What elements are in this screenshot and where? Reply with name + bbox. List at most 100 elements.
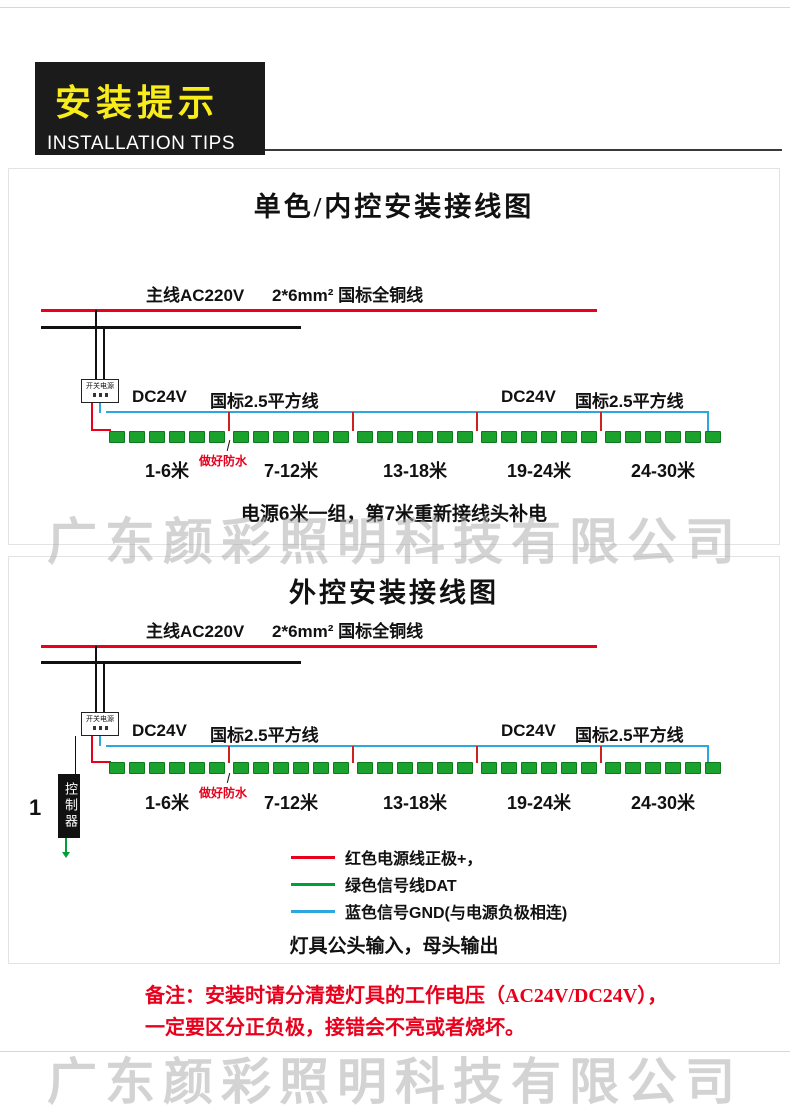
- led-group: [605, 762, 721, 774]
- psu-terminals: [82, 726, 118, 731]
- led-module: [605, 762, 621, 774]
- diagram2-title: 外控安装接线图: [289, 578, 499, 608]
- joint-drop-4: [600, 746, 602, 763]
- led-module: [417, 762, 433, 774]
- installation-tips-banner: 安装提示 INSTALLATION TIPS: [35, 62, 265, 155]
- joint-drop-1: [228, 746, 230, 763]
- ac-live-wire: [41, 309, 597, 312]
- led-module: [481, 431, 497, 443]
- dc-signal-line: [106, 411, 709, 413]
- segment-label-2: 7-12米: [263, 461, 319, 481]
- led-module: [253, 762, 269, 774]
- segment-label-2: 7-12米: [263, 793, 319, 813]
- led-module: [129, 431, 145, 443]
- controller-input-wire: [75, 736, 76, 774]
- led-module: [313, 762, 329, 774]
- top-divider: [0, 7, 790, 8]
- led-module: [501, 762, 517, 774]
- led-module: [149, 431, 165, 443]
- led-module: [685, 762, 701, 774]
- controller-data-wire: [65, 838, 67, 852]
- dc-voltage-label-left: DC24V: [132, 387, 187, 406]
- dc-wire-spec-left: 国标2.5平方线: [210, 392, 319, 411]
- psu-input-wire-neutral: [103, 327, 105, 380]
- led-module: [705, 762, 721, 774]
- led-module: [581, 431, 597, 443]
- end-drop: [707, 412, 709, 431]
- led-module: [189, 431, 205, 443]
- diagram-external-control-wiring: 外控安装接线图 主线AC220V 2*6mm² 国标全铜线 开关电源 DC24V…: [8, 556, 780, 964]
- main-line-label: 主线AC220V: [146, 622, 245, 641]
- led-module: [561, 431, 577, 443]
- led-module: [625, 762, 641, 774]
- joint-drop-2: [352, 412, 354, 431]
- segment-label-1: 1-6米: [144, 461, 189, 481]
- led-module: [605, 431, 621, 443]
- controller-box: 控制器: [58, 774, 80, 838]
- led-group: [233, 431, 349, 443]
- led-module: [437, 762, 453, 774]
- banner-title: 安装提示: [55, 82, 220, 123]
- dc-signal-line: [106, 745, 709, 747]
- dc-voltage-label-right: DC24V: [501, 721, 556, 740]
- led-module: [377, 762, 393, 774]
- led-module: [457, 431, 473, 443]
- led-module: [437, 431, 453, 443]
- psu-to-strip-feed: [91, 429, 111, 431]
- dc-voltage-label-right: DC24V: [501, 387, 556, 406]
- segment-label-5: 24-30米: [630, 461, 696, 481]
- legend-red-line: [291, 855, 335, 859]
- ac-live-wire: [41, 645, 597, 648]
- led-module: [501, 431, 517, 443]
- led-module: [109, 762, 125, 774]
- led-module: [397, 431, 413, 443]
- switch-power-supply: 开关电源: [81, 712, 119, 736]
- wire-spec-label: 2*6mm² 国标全铜线: [272, 286, 424, 305]
- led-module: [189, 762, 205, 774]
- diagram1-note: 电源6米一组，第7米重新接线头补电: [240, 504, 548, 525]
- led-module: [293, 762, 309, 774]
- legend-item-power: 红色电源线正极+，: [291, 845, 482, 869]
- legend-label-data: 绿色信号线DAT: [345, 878, 457, 895]
- led-module: [313, 431, 329, 443]
- led-module: [665, 431, 681, 443]
- led-module: [293, 431, 309, 443]
- psu-output-negative: [99, 736, 101, 746]
- waterproof-label: 做好防水: [199, 454, 248, 468]
- end-drop: [707, 746, 709, 763]
- joint-drop-4: [600, 412, 602, 431]
- led-module: [581, 762, 597, 774]
- led-module: [233, 762, 249, 774]
- led-module: [705, 431, 721, 443]
- bottom-divider: [0, 1051, 790, 1052]
- diagram2-note: 灯具公头输入，母头输出: [289, 936, 499, 957]
- joint-drop-3: [476, 412, 478, 431]
- led-module: [209, 431, 225, 443]
- psu-input-wire-live: [95, 310, 97, 380]
- banner-subtitle: INSTALLATION TIPS: [47, 133, 235, 154]
- led-group: [233, 762, 349, 774]
- led-module: [645, 762, 661, 774]
- led-module: [417, 431, 433, 443]
- led-group: [357, 762, 473, 774]
- dc-wire-spec-right: 国标2.5平方线: [575, 392, 684, 411]
- wire-spec-label: 2*6mm² 国标全铜线: [272, 622, 424, 641]
- led-module: [377, 431, 393, 443]
- legend-label-gnd: 蓝色信号GND(与电源负极相连): [345, 905, 568, 922]
- led-group: [481, 431, 597, 443]
- led-strip: [109, 431, 721, 443]
- led-module: [169, 431, 185, 443]
- switch-power-supply: 开关电源: [81, 379, 119, 403]
- footer-warning: 备注：安装时请分清楚灯具的工作电压（AC24V/DC24V）， 一定要区分正负极…: [145, 980, 667, 1044]
- led-strip: [109, 762, 721, 774]
- dc-wire-spec-left: 国标2.5平方线: [210, 726, 319, 745]
- segment-label-4: 19-24米: [506, 461, 572, 481]
- psu-terminals: [82, 393, 118, 398]
- led-module: [397, 762, 413, 774]
- led-group: [109, 762, 225, 774]
- led-module: [541, 762, 557, 774]
- led-module: [333, 762, 349, 774]
- led-module: [129, 762, 145, 774]
- led-module: [109, 431, 125, 443]
- segment-label-3: 13-18米: [382, 793, 448, 813]
